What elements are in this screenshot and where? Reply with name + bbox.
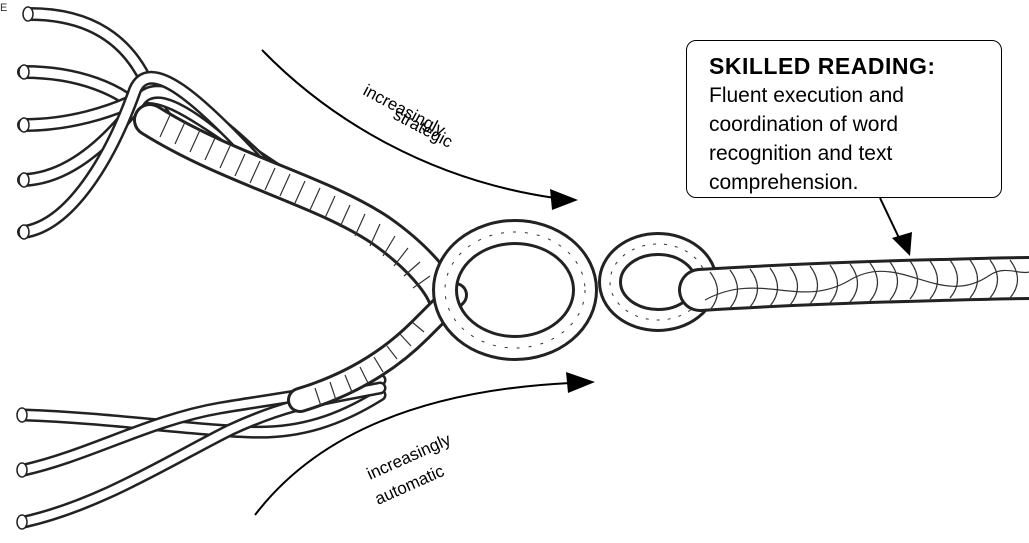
corner-mark: E [0,2,7,14]
strategic-arrow-head [550,189,578,210]
upper-braid [150,115,445,300]
callout-title: SKILLED READING: [709,51,1001,81]
skilled-reading-callout: SKILLED READING: Fluent execution and co… [686,40,1002,198]
callout-line: recognition and text [709,139,1001,168]
callout-arrow [880,198,912,256]
callout-arrow-head [892,232,912,256]
final-braid [700,260,1029,310]
callout-line: comprehension. [709,168,1001,197]
automatic-arrow-head [566,372,595,393]
rope-knots [445,232,706,348]
callout-line: coordination of word [709,110,1001,139]
callout-line: Fluent execution and [709,81,1001,110]
